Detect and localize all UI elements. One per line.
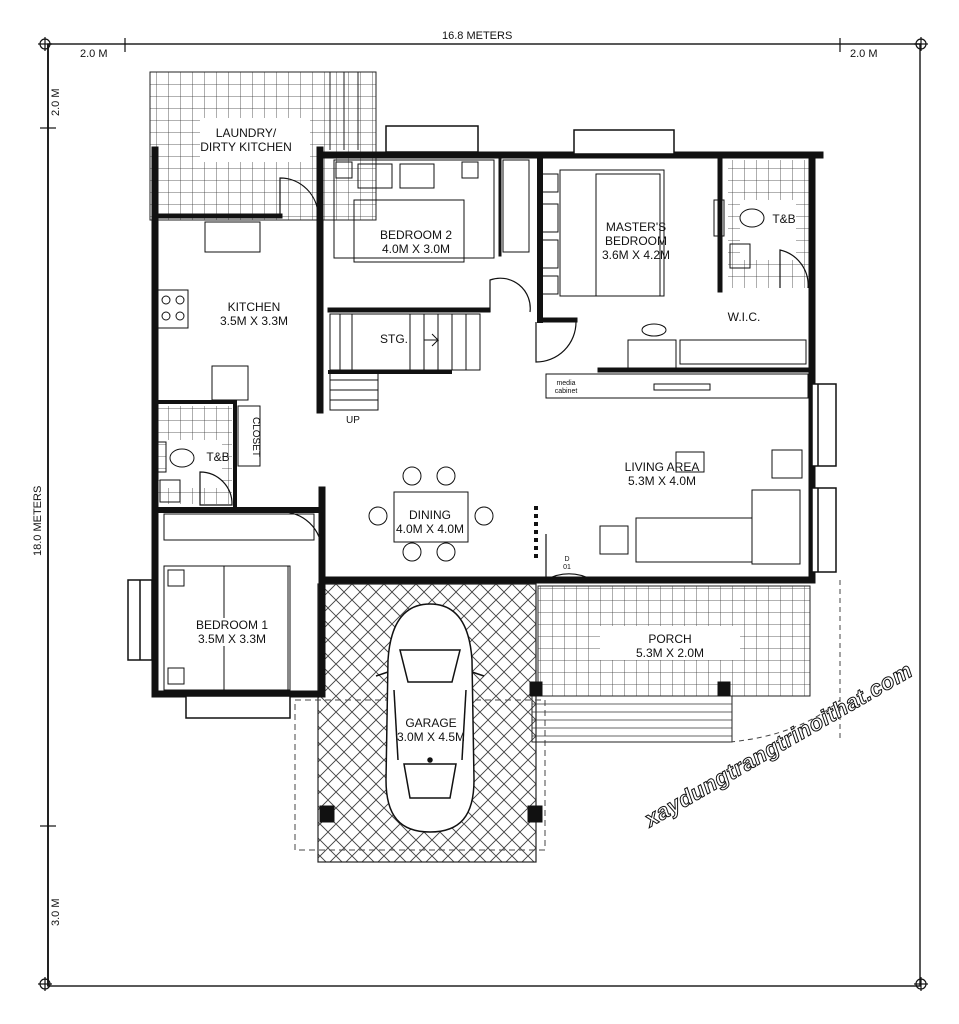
porch-label: PORCH 5.3M X 2.0M: [614, 632, 726, 660]
bedroom1-name: BEDROOM 1: [195, 618, 268, 632]
door-tag-top: D: [564, 556, 570, 563]
garage-size: 3.0M X 4.5M: [396, 730, 466, 744]
master-bedroom-name: MASTER'S BEDROOM: [604, 220, 667, 248]
furniture: [157, 159, 809, 823]
dimension-top-total: 16.8 METERS: [442, 30, 513, 42]
kitchen-name: KITCHEN: [227, 300, 281, 314]
door-tag-bottom: 01: [563, 564, 571, 571]
master-tb-floor: [728, 160, 810, 288]
wic-label: W.I.C.: [727, 310, 761, 324]
common-tb-label: T&B: [206, 450, 230, 464]
bedroom2-size: 4.0M X 3.0M: [381, 242, 451, 256]
bedroom2-name: BEDROOM 2: [379, 228, 452, 242]
property-boundary: [47, 43, 921, 987]
dimension-markers: [38, 37, 928, 991]
living-area-label: LIVING AREA 5.3M X 4.0M: [602, 460, 722, 488]
porch-size: 5.3M X 2.0M: [635, 646, 705, 660]
garage-label: GARAGE 3.0M X 4.5M: [386, 716, 476, 744]
master-bedroom-size: 3.6M X 4.2M: [601, 248, 671, 262]
storage-label: STG.: [379, 332, 408, 346]
dining-label: DINING 4.0M X 4.0M: [380, 508, 480, 536]
bedroom2-label: BEDROOM 2 4.0M X 3.0M: [366, 228, 466, 256]
stairs: [329, 313, 481, 411]
dining-name: DINING: [409, 508, 451, 522]
laundry-label: LAUNDRY/ DIRTY KITCHEN: [200, 126, 292, 154]
porch-floor: [531, 580, 841, 743]
living-area-name: LIVING AREA: [624, 460, 700, 474]
bedroom1-size: 3.5M X 3.3M: [197, 632, 267, 646]
car: [375, 603, 485, 833]
dining-size: 4.0M X 4.0M: [395, 522, 465, 536]
dimension-left-total: 18.0 METERS: [32, 485, 44, 556]
bedroom1-label: BEDROOM 1 3.5M X 3.3M: [182, 618, 282, 646]
porch-name: PORCH: [648, 632, 692, 646]
dimension-top-right: 2.0 M: [850, 48, 878, 60]
dimension-top-left: 2.0 M: [80, 48, 108, 60]
door-tag: D 01: [556, 556, 578, 572]
doors: [199, 177, 809, 582]
kitchen-size: 3.5M X 3.3M: [219, 314, 289, 328]
living-area-size: 5.3M X 4.0M: [627, 474, 697, 488]
closet-label: CLOSET: [250, 416, 261, 457]
laundry-area: [149, 71, 377, 221]
garage-name: GARAGE: [405, 716, 457, 730]
dimension-left-bottom: 3.0 M: [50, 898, 62, 926]
dimension-left-top: 2.0 M: [50, 88, 62, 116]
master-bedroom-label: MASTER'S BEDROOM 3.6M X 4.2M: [586, 220, 686, 262]
media-cabinet-label: media cabinet: [554, 380, 578, 395]
stairs-up-label: UP: [346, 415, 360, 426]
windows: [127, 125, 837, 719]
master-tb-label: T&B: [772, 212, 796, 226]
kitchen-label: KITCHEN 3.5M X 3.3M: [202, 300, 306, 328]
